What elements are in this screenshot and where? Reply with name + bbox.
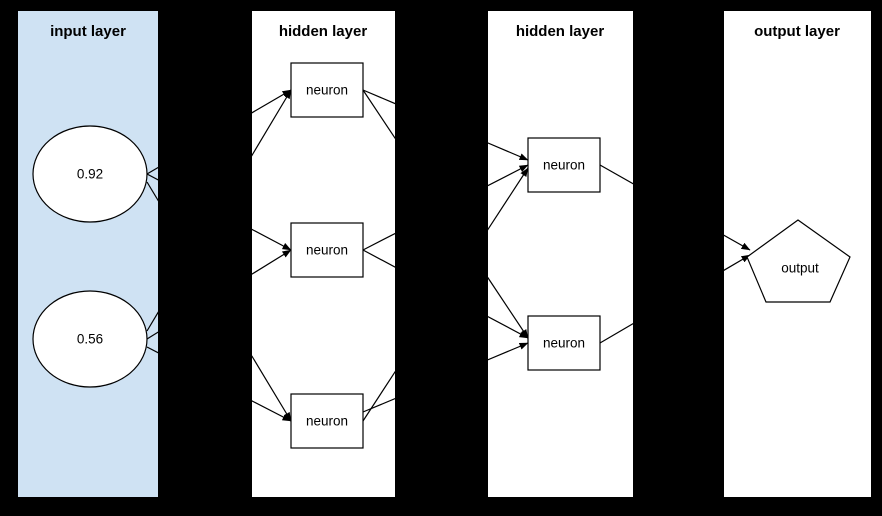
edge-line — [488, 142, 529, 161]
edge-line — [488, 342, 529, 361]
output-layer-nodes: output — [746, 219, 851, 303]
neuron-box[interactable] — [290, 222, 364, 278]
edge-line — [252, 400, 292, 422]
neuron-label: neuron — [306, 83, 348, 98]
edge-line — [362, 370, 395, 422]
layer-title-hidden-2: hidden layer — [516, 23, 605, 40]
connection-edges — [146, 89, 751, 422]
layer-title-input: input layer — [50, 23, 126, 40]
edge-line — [362, 232, 395, 251]
neuron-box[interactable] — [527, 315, 601, 371]
output-node-label: output — [781, 261, 819, 276]
neuron-label: neuron — [543, 336, 585, 351]
edge-line — [252, 355, 292, 422]
edge-line — [252, 89, 292, 157]
neuron-box[interactable] — [527, 137, 601, 193]
edge-line — [252, 89, 292, 114]
edge-line — [724, 234, 751, 251]
input-layer-nodes: 0.92 0.56 — [32, 125, 148, 388]
hidden-layer-1-nodes: neuron neuron neuron — [290, 62, 364, 449]
layer-title-hidden-1: hidden layer — [279, 23, 368, 40]
edges-in-hidden2-panel — [488, 142, 633, 361]
edges-in-output-panel — [724, 234, 751, 271]
edge-line — [362, 397, 395, 413]
edge-line — [488, 164, 529, 187]
hidden-layer-2-nodes: neuron neuron — [527, 137, 601, 371]
neuron-label: neuron — [543, 158, 585, 173]
neuron-box[interactable] — [290, 62, 364, 118]
edge-line — [599, 164, 633, 185]
input-node-circle[interactable] — [32, 125, 148, 223]
input-node-circle[interactable] — [32, 290, 148, 388]
input-node-value: 0.56 — [77, 332, 103, 347]
edge-line — [488, 276, 529, 339]
layer-title-output: output layer — [754, 23, 840, 40]
edge-line — [362, 89, 395, 140]
edge-line — [252, 249, 292, 275]
edge-line — [362, 249, 395, 268]
edge-line — [252, 228, 292, 251]
neuron-box[interactable] — [290, 393, 364, 449]
edges-in-hidden1-panel — [252, 89, 395, 422]
edge-line — [488, 167, 529, 231]
input-node-value: 0.92 — [77, 167, 103, 182]
edge-line — [488, 315, 529, 339]
edge-line — [599, 322, 633, 344]
layer-titles: input layer hidden layer hidden layer ou… — [50, 23, 840, 40]
panel-hidden-layer-2 — [488, 11, 633, 497]
neuron-label: neuron — [306, 414, 348, 429]
edge-line — [724, 254, 751, 271]
panel-input-layer — [18, 11, 158, 497]
neuron-label: neuron — [306, 243, 348, 258]
output-node-pentagon[interactable] — [746, 219, 851, 303]
edge-line — [362, 89, 395, 105]
